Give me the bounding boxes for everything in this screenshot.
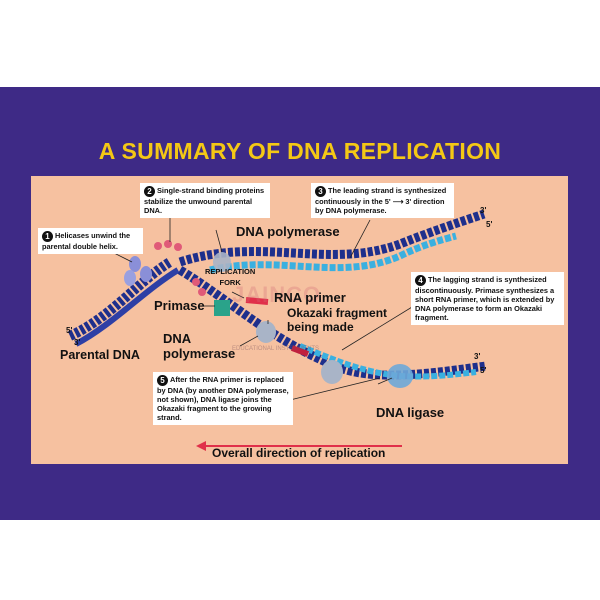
note-number: 5 <box>157 375 168 386</box>
note-number: 4 <box>415 275 426 286</box>
note-text: After the RNA primer is replaced by DNA … <box>157 375 289 422</box>
rna-primer-lower-icon <box>290 345 310 357</box>
note-number: 1 <box>42 231 53 242</box>
strand-end-bottom-5: 5' <box>480 366 487 375</box>
watermark-sub: EDUCATIONAL INSTRUMENTS <box>232 346 320 352</box>
label-rna-primer: RNA primer <box>274 290 346 305</box>
strand-end-left-3: 3' <box>74 338 81 347</box>
parental-strand-2 <box>74 267 180 347</box>
dna-polymerase-top-icon <box>213 252 231 272</box>
label-replication-fork: REPLICATION FORK <box>205 267 256 287</box>
strand-end-top-3: 3' <box>480 206 487 215</box>
dna-ligase-icon <box>387 364 413 388</box>
note-text: Single-strand binding proteins stabilize… <box>144 186 265 215</box>
primase-icon <box>214 300 230 316</box>
lagging-template-strand <box>177 266 487 380</box>
label-dna-polymerase-lower: DNA polymerase <box>163 331 236 361</box>
note-text: The lagging strand is synthesized discon… <box>415 275 555 322</box>
label-parental-dna: Parental DNA <box>60 348 140 362</box>
direction-arrow-icon <box>196 441 402 451</box>
label-okazaki-fragment: Okazaki fragment being made <box>287 306 388 334</box>
dna-polymerase-lower-icon <box>256 321 276 343</box>
label-primase: Primase <box>154 298 205 313</box>
note-number: 3 <box>315 186 326 197</box>
watermark-brand: JAINCO <box>232 282 322 307</box>
strand-end-bottom-3: 3' <box>474 352 481 361</box>
leading-new-strand <box>209 232 457 274</box>
label-overall-direction: Overall direction of replication <box>212 446 386 460</box>
note-number: 2 <box>144 186 155 197</box>
rna-primer-icon <box>245 297 269 305</box>
parental-strand <box>67 257 173 341</box>
ssb-protein-icon <box>154 240 206 296</box>
strand-end-top-5: 5' <box>486 220 493 229</box>
poster-title: A SUMMARY OF DNA REPLICATION <box>98 138 502 164</box>
strand-end-left-5: 5' <box>66 326 73 335</box>
label-dna-ligase: DNA ligase <box>376 405 445 420</box>
label-dna-polymerase-top: DNA polymerase <box>236 224 340 239</box>
helicase-icon <box>124 256 152 286</box>
note-text: Helicases unwind the parental double hel… <box>42 231 131 251</box>
dna-polymerase-mid-icon <box>321 360 343 384</box>
note-text: The leading strand is synthesized contin… <box>315 186 447 215</box>
leading-template-strand <box>178 209 486 267</box>
